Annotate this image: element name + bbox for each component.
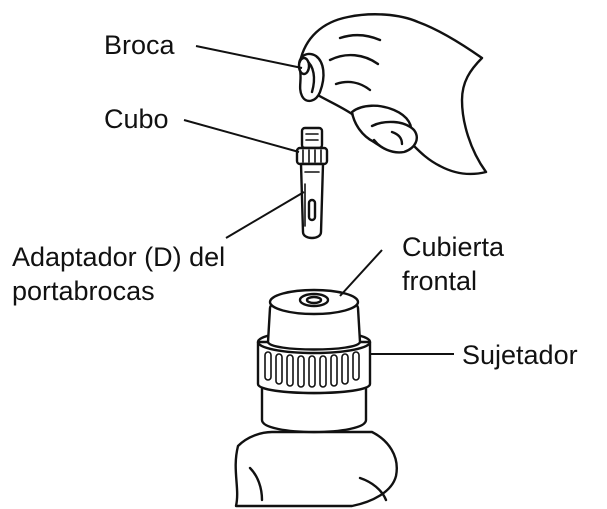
label-sujetador: Sujetador	[462, 340, 578, 370]
leader-broca	[195, 45, 303, 69]
hand-illustration	[298, 13, 488, 176]
label-adaptador-line1: Adaptador (D) del	[12, 242, 226, 272]
bit-shank-assembly	[295, 126, 329, 240]
leader-adaptador	[225, 191, 305, 239]
hammer-drill-chuck	[234, 288, 398, 508]
label-cubo: Cubo	[104, 104, 169, 134]
label-broca: Broca	[104, 30, 175, 60]
label-adaptador-line2: portabrocas	[12, 276, 155, 306]
label-cubierta-line1: Cubierta	[402, 232, 505, 262]
leader-cubo	[183, 119, 300, 153]
leader-cubierta	[339, 249, 383, 297]
leader-lines	[183, 45, 454, 355]
label-cubierta-line2: frontal	[402, 266, 478, 296]
drill-bit-tip	[297, 52, 325, 103]
